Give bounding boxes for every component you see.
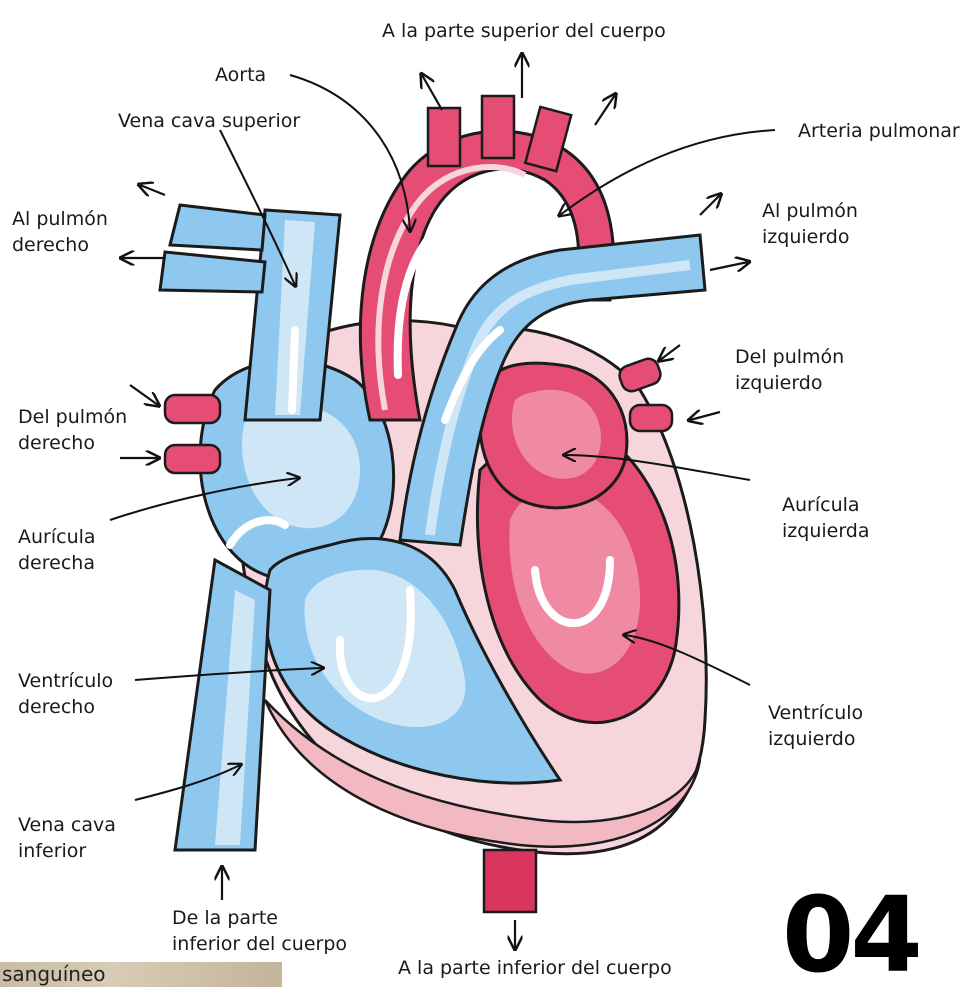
label-from-lower-body-1: De la parte bbox=[172, 905, 278, 931]
label-right-ventricle-1: Ventrículo bbox=[18, 668, 113, 694]
label-from-right-lung-2: derecho bbox=[18, 430, 95, 456]
label-pulmonary-artery: Arteria pulmonar bbox=[798, 118, 960, 144]
label-upper-body: A la parte superior del cuerpo bbox=[382, 18, 666, 44]
label-from-left-lung-2: izquierdo bbox=[735, 370, 823, 396]
label-superior-vena-cava: Vena cava superior bbox=[118, 108, 300, 134]
label-inferior-vena-cava-1: Vena cava bbox=[18, 812, 116, 838]
slide-number: 04 bbox=[782, 880, 919, 990]
label-left-ventricle-1: Ventrículo bbox=[768, 700, 863, 726]
label-left-ventricle-2: izquierdo bbox=[768, 726, 856, 752]
label-to-left-lung-2: izquierdo bbox=[762, 224, 850, 250]
label-from-right-lung-1: Del pulmón bbox=[18, 404, 127, 430]
label-to-right-lung-2: derecho bbox=[12, 232, 89, 258]
label-right-atrium-2: derecha bbox=[18, 550, 95, 576]
label-left-atrium-2: izquierda bbox=[782, 518, 870, 544]
bottom-strip: sanguíneo bbox=[0, 962, 282, 987]
label-inferior-vena-cava-2: inferior bbox=[18, 838, 86, 864]
label-to-left-lung-1: Al pulmón bbox=[762, 198, 858, 224]
label-to-lower-body: A la parte inferior del cuerpo bbox=[398, 955, 672, 981]
label-aorta: Aorta bbox=[215, 62, 266, 88]
label-right-ventricle-2: derecho bbox=[18, 694, 95, 720]
label-from-lower-body-2: inferior del cuerpo bbox=[172, 931, 347, 957]
label-from-left-lung-1: Del pulmón bbox=[735, 344, 844, 370]
label-left-atrium-1: Aurícula bbox=[782, 492, 860, 518]
strip-text: sanguíneo bbox=[2, 962, 106, 986]
label-right-atrium-1: Aurícula bbox=[18, 524, 96, 550]
label-to-right-lung-1: Al pulmón bbox=[12, 206, 108, 232]
